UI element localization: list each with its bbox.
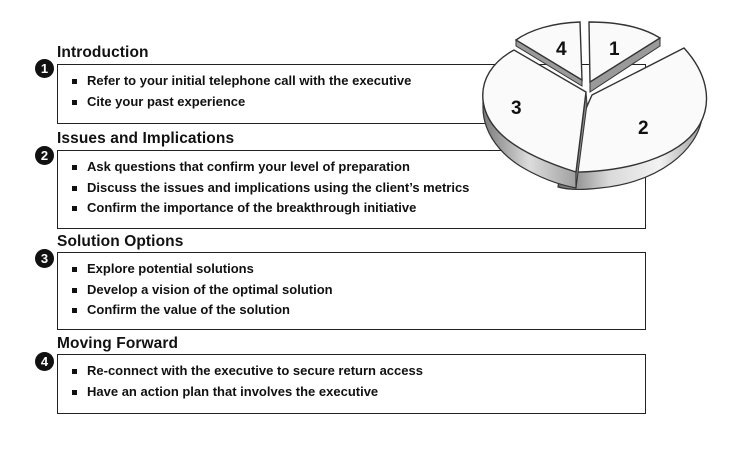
list-item: Confirm the value of the solution <box>72 300 333 321</box>
section-title: Solution Options <box>57 233 184 250</box>
pie-label-3: 3 <box>511 98 522 119</box>
list-item: Develop a vision of the optimal solution <box>72 280 333 301</box>
step-number-badge: 1 <box>35 59 54 78</box>
section-box: Ask questions that confirm your level of… <box>57 150 646 229</box>
pie-slice-4 <box>514 21 583 87</box>
list-item: Explore potential solutions <box>72 259 333 280</box>
pie-label-1: 1 <box>609 39 620 60</box>
list-item: Confirm the importance of the breakthrou… <box>72 198 469 219</box>
list-item: Cite your past experience <box>72 92 411 113</box>
section-box: Explore potential solutions Develop a vi… <box>57 252 646 330</box>
section-title: Introduction <box>57 44 149 61</box>
pie-label-2: 2 <box>638 118 649 139</box>
exploded-pie-graphic: 4 1 3 2 <box>482 21 708 190</box>
section-title: Issues and Implications <box>57 130 235 147</box>
list-item: Ask questions that confirm your level of… <box>72 157 469 178</box>
section-title: Moving Forward <box>57 335 179 352</box>
pie-slice-3 <box>482 49 588 189</box>
list-item: Have an action plan that involves the ex… <box>72 382 423 403</box>
list-item: Refer to your initial telephone call wit… <box>72 71 411 92</box>
pie-label-4: 4 <box>556 39 567 60</box>
section-box: Re-connect with the executive to secure … <box>57 354 646 414</box>
list-item: Discuss the issues and implications usin… <box>72 178 469 199</box>
pie-slice-1 <box>588 21 662 93</box>
step-number-badge: 4 <box>35 352 54 371</box>
list-item: Re-connect with the executive to secure … <box>72 361 423 382</box>
pie-slice-2 <box>556 47 708 190</box>
step-number-badge: 3 <box>35 249 54 268</box>
step-number-badge: 2 <box>35 146 54 165</box>
